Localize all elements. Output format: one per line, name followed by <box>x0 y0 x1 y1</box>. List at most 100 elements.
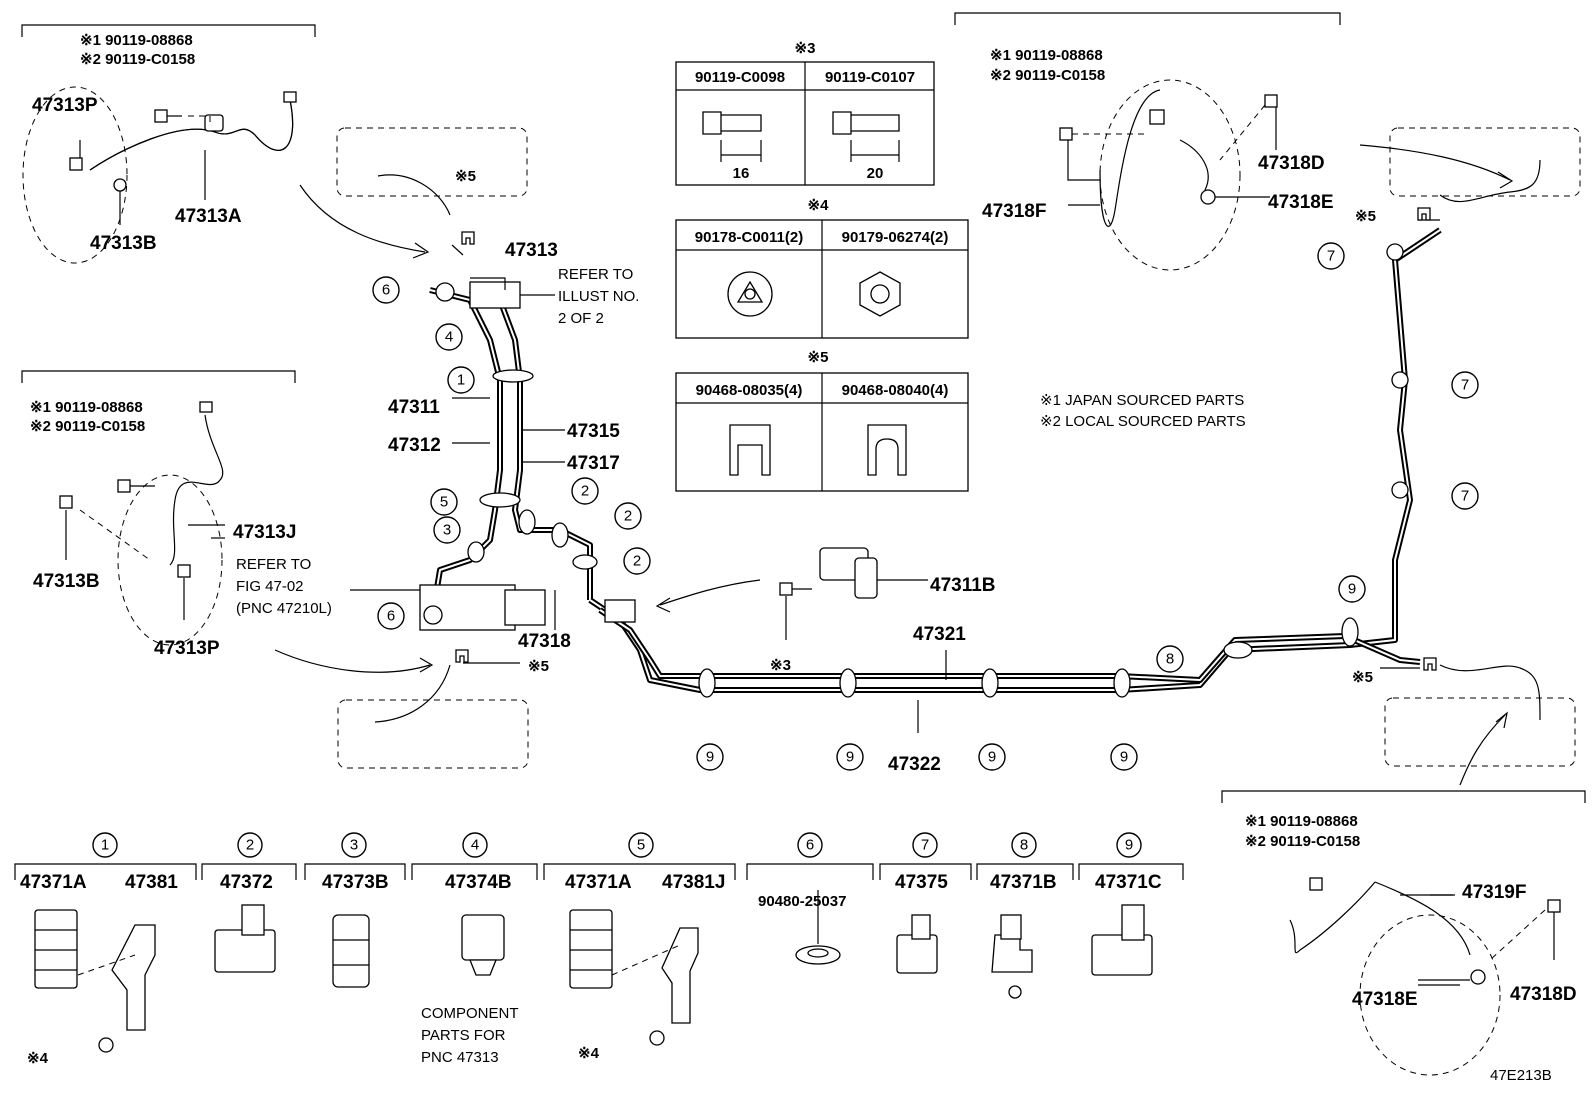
note-m1-a: ※1 90119-08868 <box>80 32 193 49</box>
bundle-clips <box>423 243 1409 698</box>
note-m2-d: ※2 90119-C0158 <box>1245 833 1360 850</box>
callout-number: 1 <box>457 372 465 389</box>
component-callout-circle <box>628 832 654 858</box>
table4-col2: 90179-06274(2) <box>842 229 949 246</box>
callout-number: 5 <box>440 494 448 511</box>
component-c5-a: 47371A <box>565 872 632 893</box>
label-l-47311: 47311 <box>388 397 440 418</box>
component-callout-circle <box>912 832 938 858</box>
table3-title: ※3 <box>795 40 816 57</box>
note-m1-d: ※1 90119-08868 <box>1245 813 1358 830</box>
component-c4-a: 47374B <box>445 872 512 893</box>
callout-circle <box>623 547 651 575</box>
callout-circle <box>1317 242 1345 270</box>
callout-circle <box>1110 743 1138 771</box>
table5-col1: 90468-08035(4) <box>696 382 803 399</box>
callout-number: 2 <box>633 553 641 570</box>
component-number: 7 <box>921 837 929 854</box>
callout-number: 9 <box>988 749 996 766</box>
label-l-47318: 47318 <box>518 631 571 652</box>
component-c7-a: 47375 <box>895 872 948 893</box>
component-callout-circle <box>1116 832 1142 858</box>
table3-col1: 90119-C0098 <box>695 69 785 86</box>
callout-circle <box>1156 645 1184 673</box>
note-m1-b: ※1 90119-08868 <box>30 399 143 416</box>
callout-2: 2 <box>623 547 651 575</box>
callout-9: 9 <box>1110 743 1138 771</box>
component-c6-a: 90480-25037 <box>758 893 846 910</box>
label-l-47313: 47313 <box>505 240 558 261</box>
table3-col2: 90119-C0107 <box>825 69 915 86</box>
component-c1-b: 47381 <box>125 872 178 893</box>
table-mark5: ※5 90468-08035(4) 90468-08040(4) <box>675 349 969 492</box>
table3-dim1: 16 <box>733 165 750 182</box>
label-l-47318F: 47318F <box>982 201 1046 222</box>
callout-7: 7 <box>1451 371 1479 399</box>
callout-2: 2 <box>614 502 642 530</box>
label-l-47313B-top: 47313B <box>90 233 157 254</box>
callout-number: 4 <box>445 329 453 346</box>
label-l-47319F: 47319F <box>1462 882 1526 903</box>
callout-circle <box>836 743 864 771</box>
callout-circle <box>614 502 642 530</box>
table3-dim2: 20 <box>867 165 884 182</box>
callout-9: 9 <box>696 743 724 771</box>
label-l-47312: 47312 <box>388 435 441 456</box>
group-brackets <box>21 12 1586 803</box>
callout-6: 6 <box>372 276 400 304</box>
table5-title: ※5 <box>808 349 829 366</box>
note-m3-a: ※3 <box>770 657 791 674</box>
callout-7: 7 <box>1317 242 1345 270</box>
callout-number: 9 <box>706 749 714 766</box>
note-m1-c: ※1 90119-08868 <box>990 47 1103 64</box>
callout-number: 6 <box>387 608 395 625</box>
component-callout-circle <box>1011 832 1037 858</box>
callout-circle <box>447 366 475 394</box>
label-l-47318E-bot: 47318E <box>1352 989 1418 1010</box>
label-l-47313P-top: 47313P <box>32 95 98 116</box>
label-l-47313A: 47313A <box>175 206 242 227</box>
callout-4: 4 <box>435 323 463 351</box>
mid-left-hose-assembly <box>59 401 225 646</box>
callout-number: 7 <box>1327 248 1335 265</box>
component-c2: 2 <box>237 832 263 858</box>
label-l-47321: 47321 <box>913 624 966 645</box>
callout-number: 9 <box>1348 581 1356 598</box>
table-mark4: ※4 90178-C0011(2) 90179-06274(2) <box>675 197 969 339</box>
callout-circle <box>433 516 461 544</box>
brake-tube-bundle <box>419 227 1442 693</box>
callout-circle <box>1338 575 1366 603</box>
callout-8: 8 <box>1156 645 1184 673</box>
callout-circle <box>377 602 405 630</box>
callout-circle <box>696 743 724 771</box>
component-c8-a: 47371B <box>990 872 1057 893</box>
callout-3: 3 <box>433 516 461 544</box>
note-m5-c: ※5 <box>1355 208 1376 225</box>
callout-circle <box>1451 482 1479 510</box>
leader-lines <box>211 204 1460 986</box>
callout-number: 9 <box>846 749 854 766</box>
callout-number: 7 <box>1461 377 1469 394</box>
legend-local: ※2 LOCAL SOURCED PARTS <box>1040 413 1246 430</box>
callout-circle <box>435 323 463 351</box>
label-l-47313P-mid: 47313P <box>154 638 220 659</box>
callout-9: 9 <box>836 743 864 771</box>
callout-circle <box>430 488 458 516</box>
component-callout-circle <box>92 832 118 858</box>
label-l-47322: 47322 <box>888 754 941 775</box>
callout-number: 9 <box>1120 749 1128 766</box>
component-c9: 9 <box>1116 832 1142 858</box>
component-c2-a: 47372 <box>220 872 273 893</box>
note-m2-c: ※2 90119-C0158 <box>990 67 1105 84</box>
component-number: 2 <box>246 837 254 854</box>
callout-number: 7 <box>1461 488 1469 505</box>
component-c5-b: 47381J <box>662 872 725 893</box>
component-c3: 3 <box>341 832 367 858</box>
component-callout-circle <box>797 832 823 858</box>
component-callout-circle <box>237 832 263 858</box>
